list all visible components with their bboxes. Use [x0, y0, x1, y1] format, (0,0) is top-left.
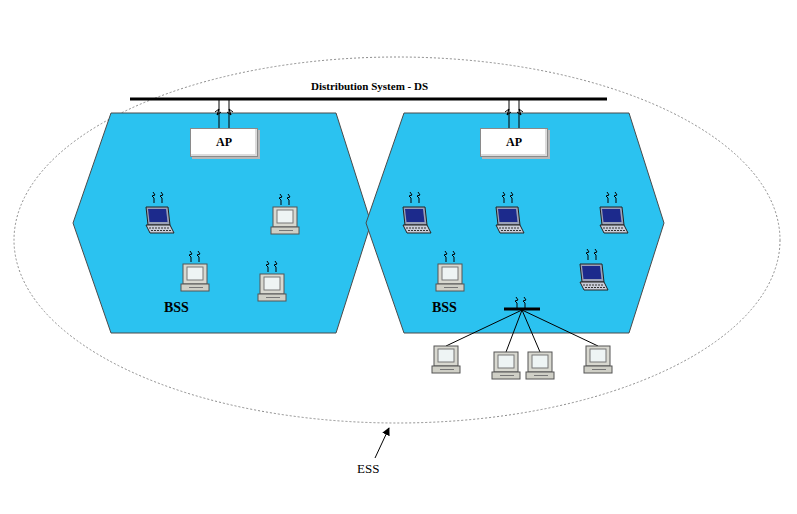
antenna-symbol — [606, 192, 617, 203]
bss-label: BSS — [432, 300, 457, 316]
laptop-icon — [146, 207, 174, 233]
bss-label: BSS — [164, 300, 189, 316]
desktop-icon — [526, 352, 554, 379]
desktop-icon — [258, 274, 286, 301]
wired-link — [522, 310, 598, 346]
leader-arrow — [375, 428, 389, 458]
wired-link — [506, 310, 522, 352]
ap-label: AP — [216, 135, 232, 150]
distribution-bar — [130, 98, 607, 101]
antenna-symbol — [152, 192, 163, 203]
access-point-box: AP — [480, 128, 548, 157]
antenna-symbol — [444, 251, 455, 262]
bss-cell: BSS AP — [72, 112, 372, 334]
laptop-icon — [496, 207, 524, 233]
antenna-symbol — [266, 261, 277, 272]
antenna-symbol — [515, 297, 526, 308]
desktop-icon — [436, 264, 464, 291]
desktop-icon — [432, 346, 460, 373]
hexagon-fill — [73, 113, 371, 333]
ap-uplink — [505, 100, 523, 128]
antenna-symbol — [189, 251, 200, 262]
access-point-box: AP — [190, 128, 258, 157]
ap-uplink — [215, 100, 233, 128]
antenna-symbol — [502, 192, 513, 203]
laptop-icon — [600, 207, 628, 233]
hexagon-fill — [366, 113, 664, 333]
antenna-symbol — [279, 194, 290, 205]
wired-link — [522, 310, 540, 352]
laptop-icon — [403, 207, 431, 233]
desktop-icon — [181, 264, 209, 291]
desktop-icon — [584, 346, 612, 373]
antenna-symbol — [586, 249, 597, 260]
desktop-icon — [492, 352, 520, 379]
ess-label: ESS — [357, 461, 379, 477]
ap-label: AP — [506, 135, 522, 150]
ds-label: Distribution System - DS — [311, 80, 428, 92]
ess-region — [14, 57, 780, 423]
laptop-icon — [580, 264, 608, 290]
desktop-icon — [271, 207, 299, 234]
antenna-symbol — [409, 192, 420, 203]
